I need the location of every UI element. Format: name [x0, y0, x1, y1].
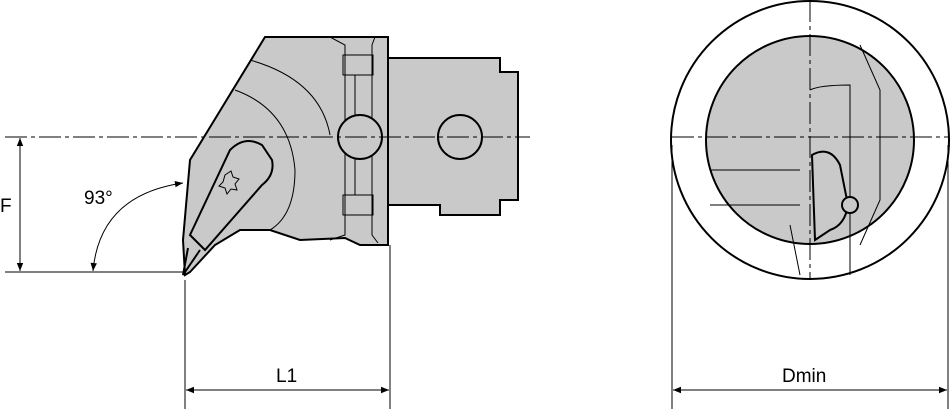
- f-label: F: [0, 196, 12, 217]
- tool-side-view: [181, 36, 519, 277]
- l1-dimension: L1: [184, 245, 391, 409]
- l1-label: L1: [276, 366, 297, 387]
- insert: [188, 140, 274, 252]
- f-dimension: F: [0, 138, 185, 273]
- dmin-label: Dmin: [782, 366, 826, 387]
- dmin-dimension: Dmin: [671, 145, 949, 409]
- angle-label: 93°: [84, 188, 113, 209]
- angle-dimension: 93°: [84, 180, 184, 272]
- tool-end-view: [670, 0, 950, 280]
